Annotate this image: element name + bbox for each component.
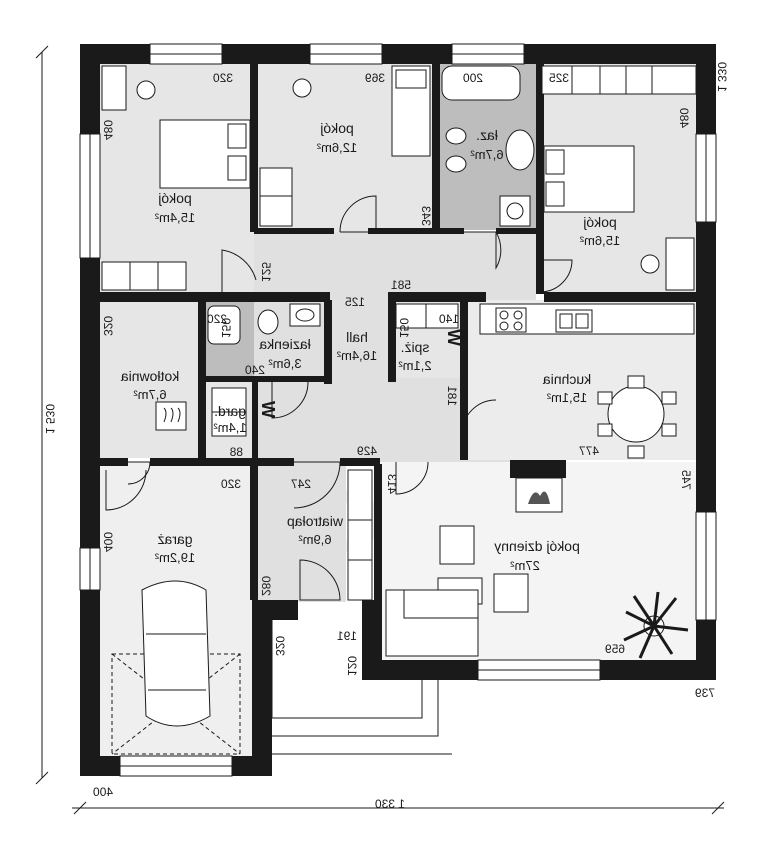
dim-400b: 400 — [93, 785, 113, 799]
dim-320b: 320 — [101, 316, 115, 336]
room-label-pokoj-3: pokój — [583, 214, 616, 230]
room-area-laz-1: 6,7m² — [470, 147, 504, 162]
dim-191: 191 — [337, 629, 357, 643]
dim-581: 581 — [391, 278, 411, 292]
dim-125b: 125 — [259, 262, 273, 282]
room-area-pokoj-dzienny: 27m² — [510, 558, 540, 573]
dim-120: 120 — [345, 656, 359, 676]
room-area-pokoj-3: 15,6m² — [579, 233, 620, 248]
dim-429: 429 — [357, 444, 377, 458]
vertical-dimensions: 480 480 343 125 320 150 150 181 413 745 … — [43, 62, 729, 676]
dim-343: 343 — [419, 206, 433, 226]
room-label-pokoj-dzienny: pokój dzienny — [494, 538, 580, 554]
dim-125a: 125 — [345, 295, 365, 309]
room-label-garderoba: gard. — [214, 403, 246, 419]
room-area-garaz: 19,2m² — [154, 550, 195, 565]
dim-140: 140 — [439, 312, 459, 326]
dimension-lines — [35, 45, 725, 815]
dim-150: 150 — [219, 318, 233, 338]
windows — [79, 43, 717, 777]
dim-280: 280 — [259, 576, 273, 596]
wall-markers: W W — [258, 329, 464, 418]
dim-369: 369 — [365, 71, 385, 85]
plant-icon — [623, 591, 689, 659]
dim-480a: 480 — [101, 120, 115, 140]
entrance-steps — [271, 620, 452, 755]
furniture — [101, 65, 697, 755]
dim-247: 247 — [291, 477, 311, 491]
dim-480b: 480 — [677, 108, 691, 128]
walls — [80, 44, 716, 776]
dim-200: 200 — [463, 71, 483, 85]
room-label-kuchnia: kuchnia — [543, 371, 591, 387]
room-label-pokoj-2: pokój — [320, 120, 353, 136]
room-label-garaz: garaż — [157, 531, 192, 547]
dim-320a: 320 — [213, 71, 233, 85]
room-area-spiz: 2,1m² — [398, 358, 432, 373]
room-area-pokoj-1: 15,4m² — [154, 210, 195, 225]
dim-400a: 400 — [101, 532, 115, 552]
svg-text:W: W — [258, 401, 278, 418]
dim-181: 181 — [445, 386, 459, 406]
room-area-kotlownia: 6,7m² — [133, 387, 167, 402]
room-area-hall: 16,4m² — [336, 348, 377, 363]
dim-739: 739 — [695, 686, 715, 700]
text-layer: pokój 15,4m² pokój 12,6m² łaz. 6,7m² pok… — [93, 71, 715, 811]
room-label-wiatrolap: wiatrołap — [287, 513, 344, 529]
room-label-lazienka-2: łazienka — [259, 336, 311, 352]
dim-413: 413 — [385, 474, 399, 494]
dim-330: 1 330 — [715, 62, 729, 92]
doors — [105, 195, 573, 601]
dim-1530: 1 530 — [43, 404, 57, 434]
room-area-garderoba: 1,4m² — [213, 420, 247, 435]
room-label-kotlownia: kotłownia — [121, 368, 180, 384]
room-label-spiz: spiż. — [401, 339, 430, 355]
room-label-pokoj-1: pokój — [158, 190, 191, 206]
dim-320d: 320 — [273, 636, 287, 656]
room-label-laz-1: łaz. — [476, 127, 498, 143]
dim-477: 477 — [579, 444, 599, 458]
dim-745: 745 — [679, 470, 693, 490]
room-label-hall: hall — [346, 329, 368, 345]
room-area-wiatrolap: 6,9m² — [298, 532, 332, 547]
room-area-pokoj-2: 12,6m² — [316, 140, 357, 155]
dim-220: 220 — [207, 312, 227, 326]
boiler-icon — [163, 407, 181, 423]
room-area-kuchnia: 15,1m² — [546, 390, 587, 405]
room-area-lazienka-2: 3,6m² — [268, 356, 302, 371]
fireplace-icon — [515, 477, 563, 513]
dim-240: 240 — [245, 363, 265, 377]
svg-text:W: W — [444, 329, 464, 346]
dim-150b: 150 — [397, 318, 411, 338]
dim-320c: 320 — [221, 477, 241, 491]
dim-659: 659 — [605, 642, 625, 656]
dim-325: 325 — [549, 71, 569, 85]
dim-88: 88 — [229, 445, 243, 459]
dim-1330: 1 330 — [375, 797, 405, 811]
